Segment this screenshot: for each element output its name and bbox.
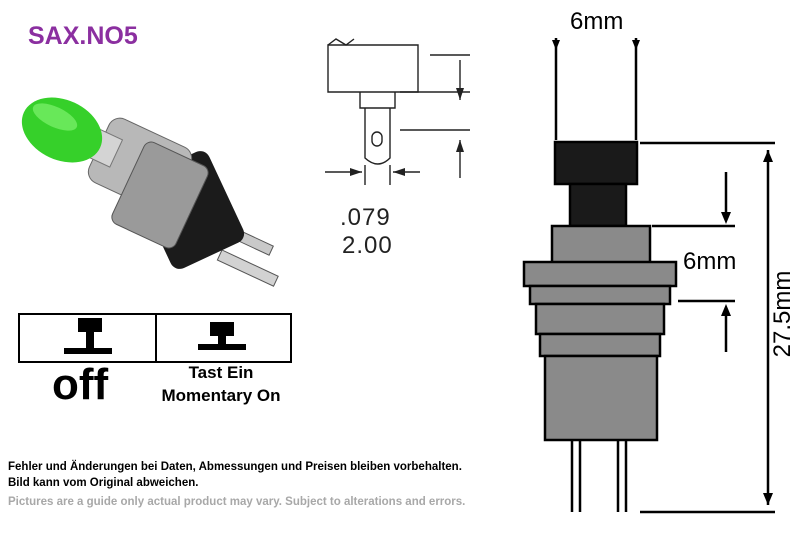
off-label: off bbox=[52, 360, 109, 409]
cap-width-dimension: 6mm bbox=[570, 8, 624, 35]
pin-width-mm: 2.00 bbox=[342, 232, 393, 259]
table-divider bbox=[155, 313, 157, 363]
pin-width-inch: .079 bbox=[340, 204, 391, 231]
pressed-switch-icon bbox=[198, 322, 246, 350]
product-code: SAX.NO5 bbox=[28, 22, 138, 50]
function-label-en: Momentary On bbox=[161, 386, 281, 405]
disclaimer-en: Pictures are a guide only actual product… bbox=[8, 496, 466, 508]
disclaimer-de-1: Fehler und Änderungen bei Daten, Abmessu… bbox=[8, 461, 462, 473]
disclaimer-de-2: Bild kann vom Original abweichen. bbox=[8, 477, 199, 489]
released-switch-icon bbox=[64, 318, 112, 354]
function-label-de: Tast Ein bbox=[188, 363, 254, 382]
thread-dimension: 6mm bbox=[683, 248, 737, 275]
